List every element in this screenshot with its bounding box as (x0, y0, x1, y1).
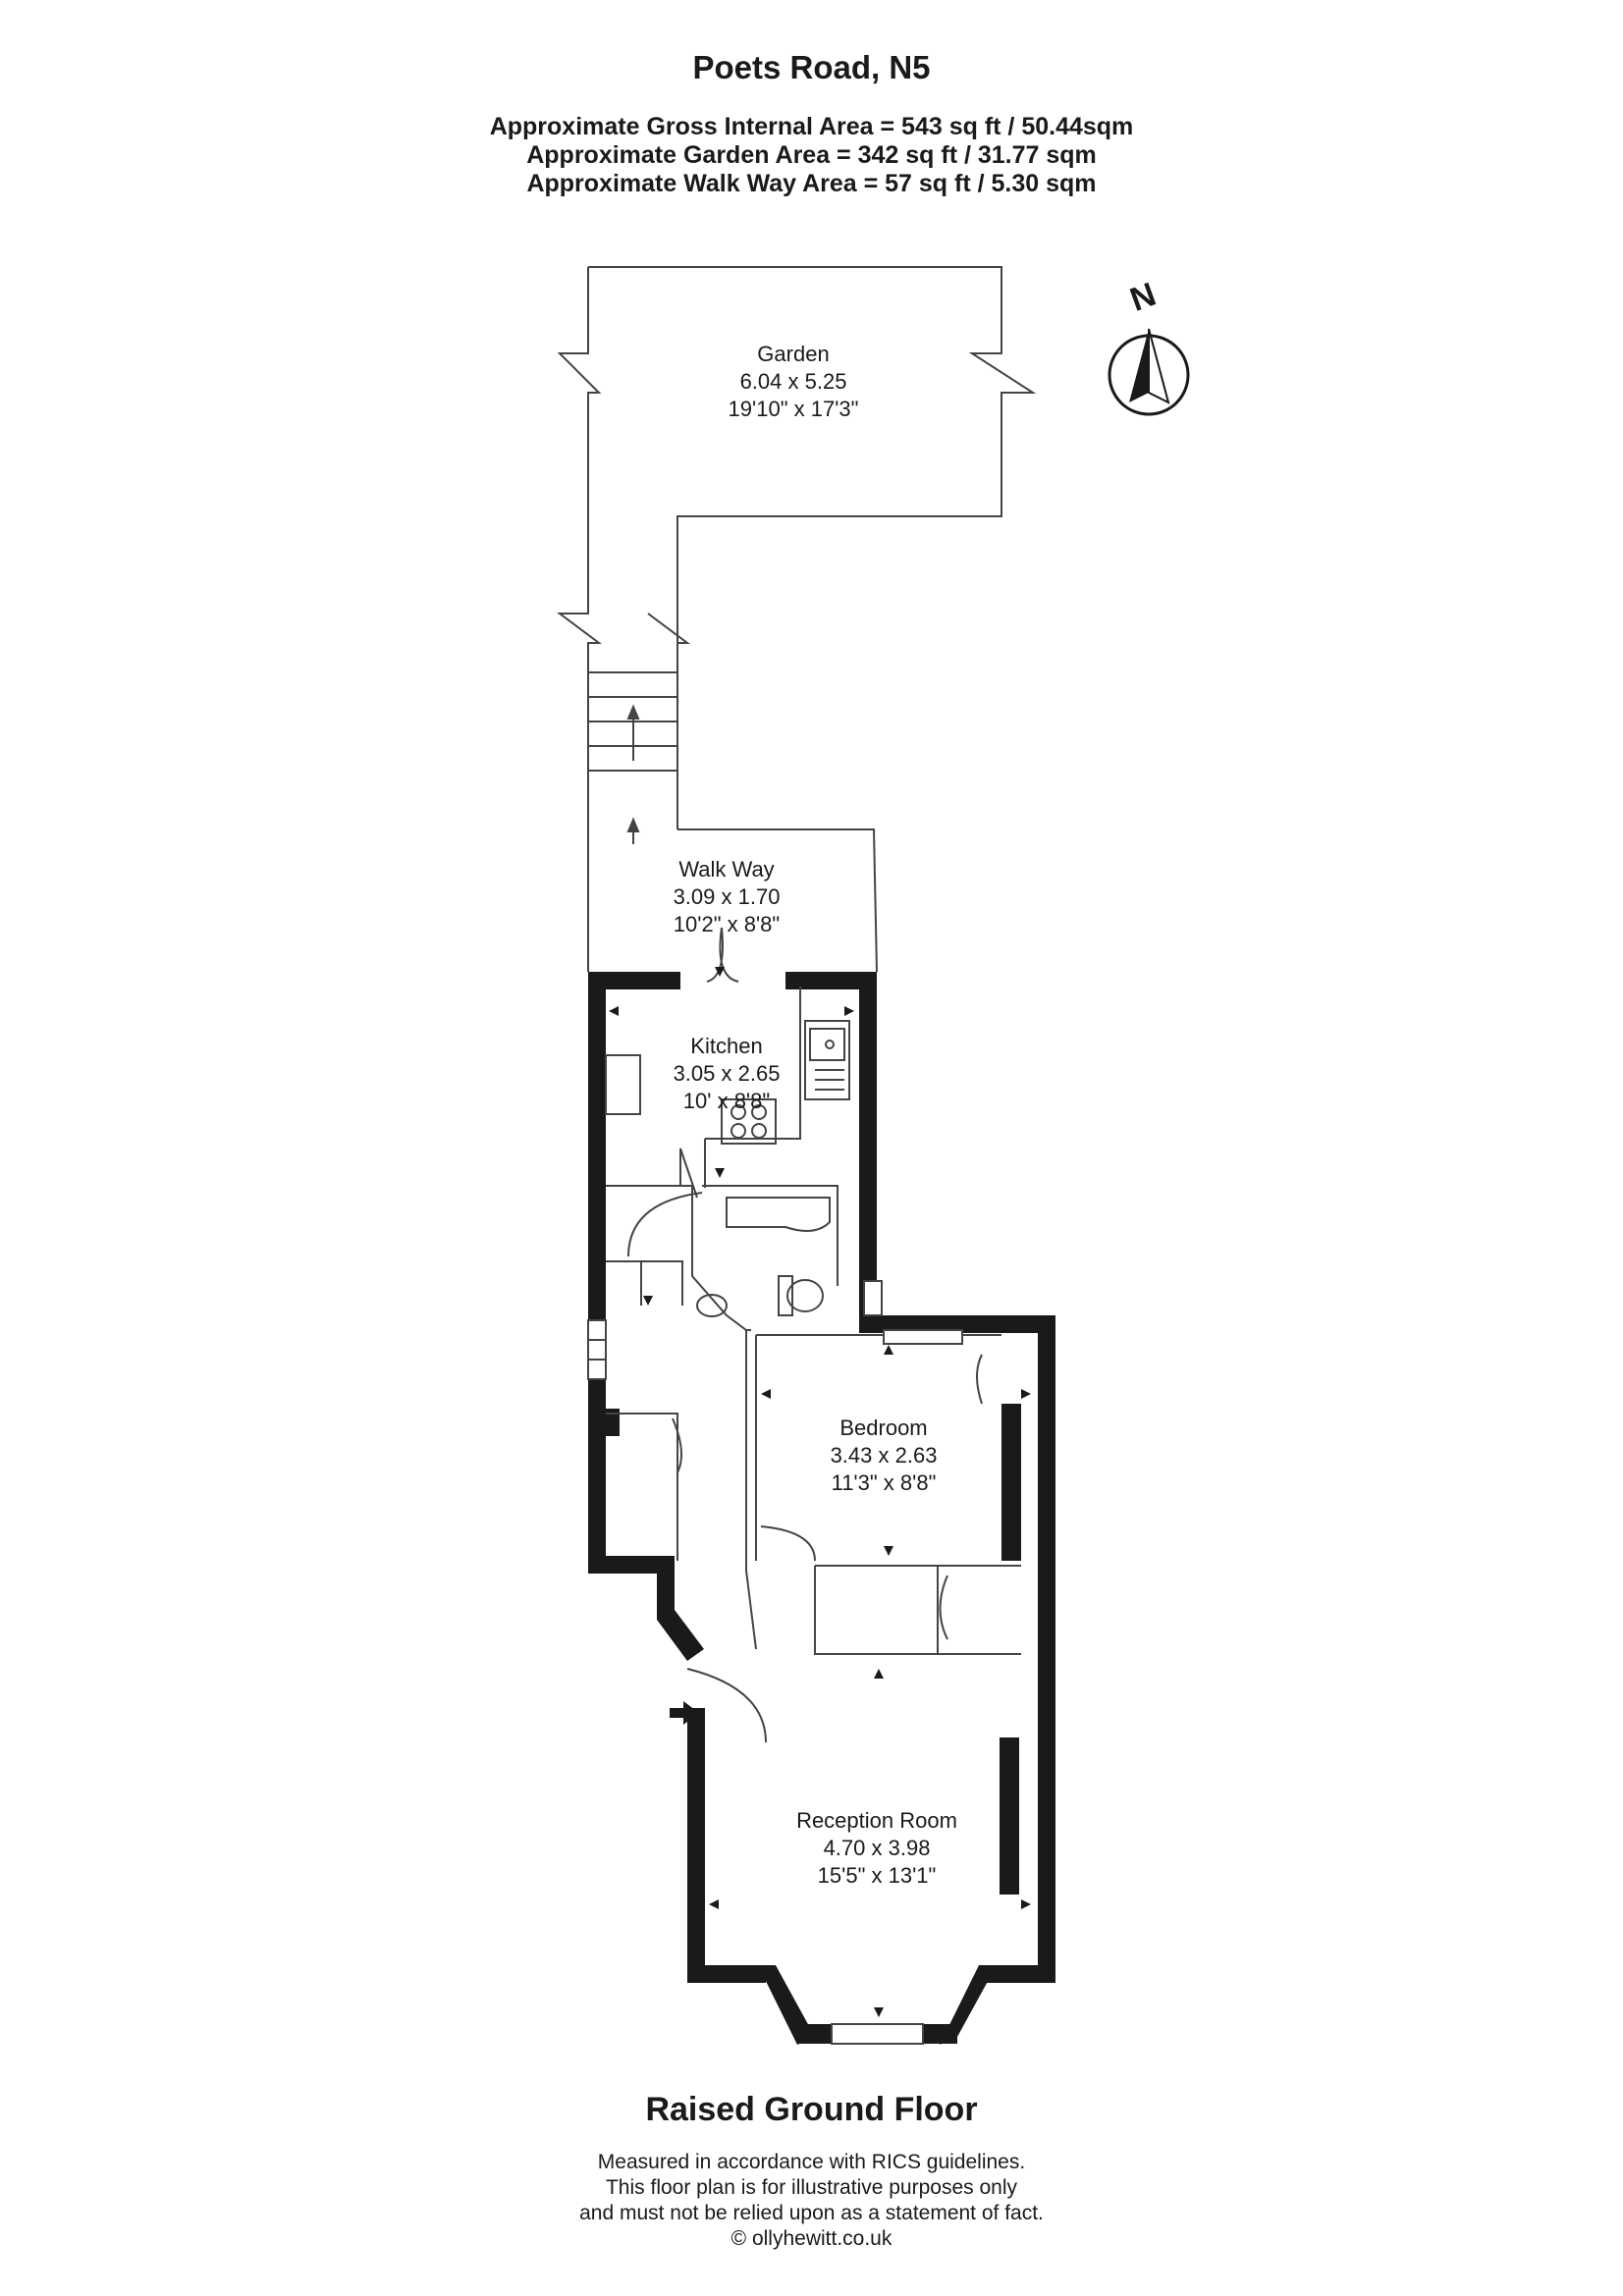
walk-way-imperial: 10'2" x 8'8" (674, 912, 780, 936)
garden-stairs (588, 671, 677, 844)
reception-name: Reception Room (796, 1808, 957, 1833)
bedroom-name: Bedroom (839, 1415, 927, 1440)
plan-title: Poets Road, N5 (692, 49, 931, 85)
garden-area: Approximate Garden Area = 342 sq ft / 31… (526, 141, 1097, 169)
walk-way-metric: 3.09 x 1.70 (674, 884, 781, 909)
disclaimer-line-2: This floor plan is for illustrative purp… (605, 2176, 1017, 2199)
room-label-walk-way: Walk Way 3.09 x 1.70 10'2" x 8'8" (674, 857, 781, 936)
reception-metric: 4.70 x 3.98 (824, 1836, 931, 1860)
garden-metric: 6.04 x 5.25 (740, 369, 847, 394)
kitchen-name: Kitchen (690, 1034, 762, 1058)
bedroom-imperial: 11'3" x 8'8" (832, 1470, 937, 1495)
kitchen-imperial: 10' x 8'8" (683, 1089, 770, 1113)
interior-partitions (606, 987, 1021, 1655)
building-walls (588, 972, 1055, 2045)
entrance-arrow-icon (670, 1701, 699, 1725)
kitchen-fittings (605, 1020, 850, 1145)
garden-name: Garden (757, 342, 829, 366)
walk-way-area: Approximate Walk Way Area = 57 sq ft / 5… (526, 170, 1097, 197)
kitchen-metric: 3.05 x 2.65 (674, 1061, 781, 1086)
room-label-reception: Reception Room 4.70 x 3.98 15'5" x 13'1" (796, 1808, 957, 1888)
dimension-markers (609, 967, 1031, 2017)
garden-imperial: 19'10" x 17'3" (729, 397, 859, 421)
gross-internal-area: Approximate Gross Internal Area = 543 sq… (489, 113, 1134, 140)
door-swings (627, 927, 983, 1743)
north-arrow-icon (1108, 328, 1190, 416)
bedroom-metric: 3.43 x 2.63 (831, 1443, 938, 1468)
garden-outline (557, 266, 1037, 829)
copyright-notice: © ollyhewitt.co.uk (730, 2227, 893, 2250)
floor-label: Raised Ground Floor (645, 2091, 978, 2128)
reception-imperial: 15'5" x 13'1" (818, 1863, 937, 1888)
north-label: N (1125, 276, 1161, 319)
room-label-garden: Garden 6.04 x 5.25 19'10" x 17'3" (729, 342, 859, 421)
walk-way-name: Walk Way (678, 857, 774, 881)
disclaimer-line-1: Measured in accordance with RICS guideli… (597, 2151, 1026, 2173)
room-label-bedroom: Bedroom 3.43 x 2.63 11'3" x 8'8" (831, 1415, 938, 1495)
walk-way-outline (587, 828, 878, 973)
disclaimer-line-3: and must not be relied upon as a stateme… (579, 2202, 1044, 2224)
windows (587, 1280, 963, 2045)
room-label-kitchen: Kitchen 3.05 x 2.65 10' x 8'8" (674, 1034, 781, 1113)
bathroom-fittings (696, 1197, 831, 1317)
